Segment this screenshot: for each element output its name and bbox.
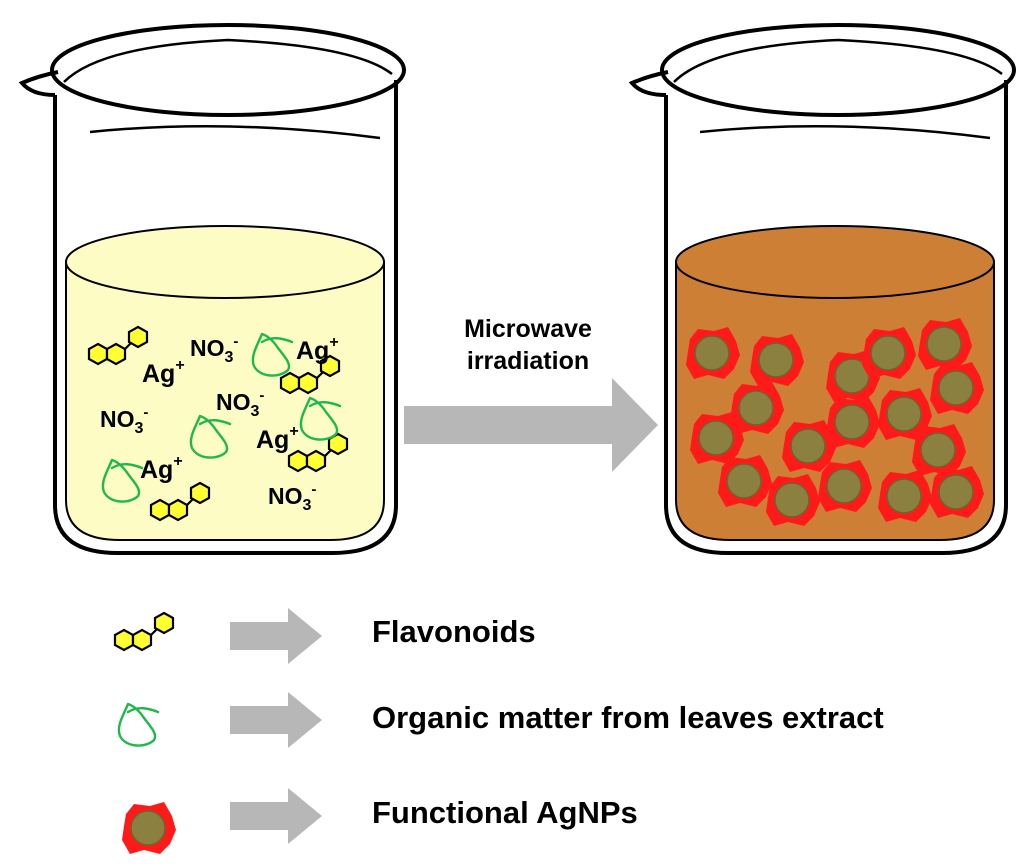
ag-ion-label: Ag+ bbox=[140, 453, 183, 484]
nitrate-ion-label: NO3- bbox=[216, 387, 264, 420]
left-solution-surface bbox=[65, 225, 385, 299]
organic-matter-icon bbox=[117, 702, 160, 747]
process-arrow bbox=[404, 378, 658, 472]
left-beaker: Ag+ Ag+ Ag+ Ag+ NO3- NO3- NO3- NO3- bbox=[18, 23, 406, 555]
nitrate-ion-label: NO3- bbox=[190, 333, 238, 366]
right-solution-surface bbox=[675, 225, 995, 299]
ag-ion-label: Ag+ bbox=[296, 334, 339, 365]
ag-ion-label: Ag+ bbox=[256, 423, 299, 454]
process-arrow-label: Microwave irradiation bbox=[418, 313, 638, 377]
ag-ion-label: Ag+ bbox=[142, 357, 185, 388]
legend bbox=[113, 608, 322, 855]
nitrate-ion-label: NO3- bbox=[268, 481, 316, 514]
right-beaker bbox=[628, 23, 1016, 555]
process-arrow-line1: Microwave bbox=[464, 315, 592, 343]
nitrate-ion-label: NO3- bbox=[100, 404, 148, 437]
legend-label-flavonoids: Flavonoids bbox=[372, 614, 536, 649]
legend-arrow bbox=[230, 692, 322, 748]
legend-arrow bbox=[230, 788, 322, 844]
flavonoid-icon bbox=[113, 611, 175, 652]
process-arrow-line2: irradiation bbox=[466, 347, 590, 375]
legend-arrow bbox=[230, 608, 322, 664]
legend-label-agnps: Functional AgNPs bbox=[372, 795, 638, 830]
agnp-icon bbox=[121, 801, 177, 855]
legend-label-organic-matter: Organic matter from leaves extract bbox=[372, 700, 884, 735]
